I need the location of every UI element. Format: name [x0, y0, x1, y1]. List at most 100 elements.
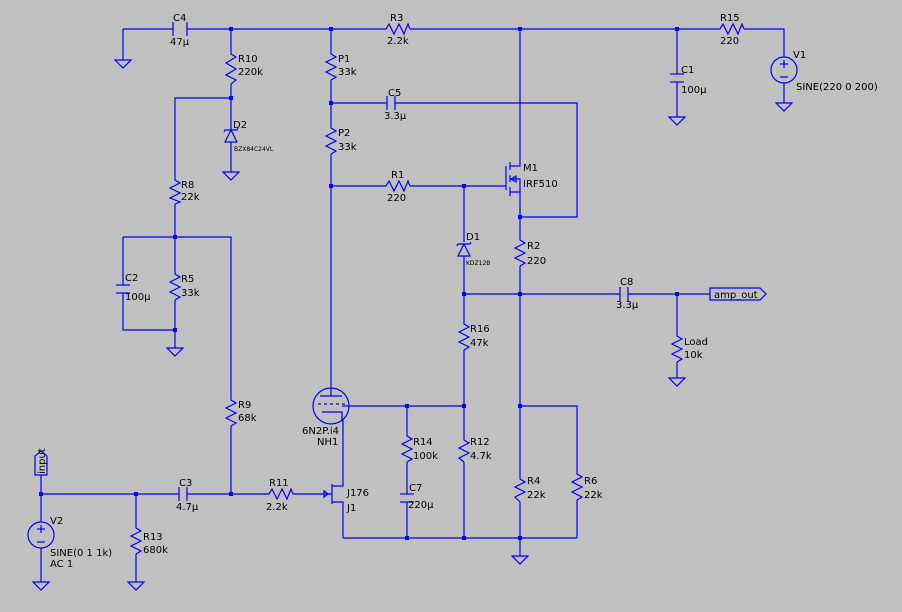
label-ref-R13: R13 — [143, 532, 163, 543]
ground-icon — [165, 347, 185, 357]
label-value-R16: 47k — [470, 338, 489, 349]
label-value-R15: 220 — [720, 36, 739, 47]
resistor-R4 — [513, 476, 527, 503]
capacitor-C5 — [386, 96, 396, 110]
label-ref-M1: M1 — [523, 163, 538, 174]
label-ref-R15: R15 — [720, 13, 740, 24]
component-labels: C4 47µ R10 220k P1 33k R3 2.2k R15 220 V… — [50, 13, 878, 570]
label-value-D2: BZX84C24VL — [234, 146, 274, 153]
resistor-R11 — [265, 487, 294, 501]
label-value-NH1: 6N2P.i4 — [302, 426, 339, 437]
label-value-Load: 10k — [684, 350, 703, 361]
label-value-C1: 100µ — [681, 85, 707, 96]
label-value-P2: 33k — [338, 142, 357, 153]
capacitor-C7 — [400, 493, 414, 503]
ground-icon — [774, 102, 794, 112]
label-value-R9: 68k — [238, 413, 257, 424]
net-label-amp-out: amp_out — [714, 290, 758, 301]
label-value-R4: 22k — [527, 490, 546, 501]
ground-icon — [667, 116, 687, 126]
label-ref-V2: V2 — [50, 516, 63, 527]
resistor-R15 — [716, 22, 745, 36]
label-ref-R5: R5 — [181, 274, 194, 285]
resistor-R10 — [224, 50, 238, 85]
capacitor-C4 — [172, 22, 188, 36]
label-ref-C3: C3 — [179, 478, 192, 489]
resistor-R13 — [129, 524, 143, 555]
label-ref-P2: P2 — [338, 128, 350, 139]
label-ref-C2: C2 — [125, 273, 138, 284]
label-value-P1: 33k — [338, 67, 357, 78]
label-ref-R9: R9 — [238, 400, 251, 411]
label-value-C2: 100µ — [125, 292, 151, 303]
net-flag-amp-out: amp_out — [709, 287, 767, 301]
capacitor-C2 — [116, 284, 130, 294]
label-value-R11: 2.2k — [266, 502, 288, 513]
diodes — [223, 127, 472, 257]
ground-icon — [221, 171, 241, 181]
vsource-V2 — [27, 521, 55, 549]
resistor-R5 — [168, 270, 182, 301]
label-ref-R6: R6 — [584, 476, 597, 487]
label-ref-R2: R2 — [527, 241, 540, 252]
jfet-J1 — [323, 472, 344, 512]
resistor-Load — [670, 332, 684, 363]
zener-D1 — [456, 241, 472, 257]
label-value-V2: SINE(0 1 1k) — [50, 548, 112, 559]
label-value-R1: 220 — [387, 193, 406, 204]
ground-icon — [510, 555, 530, 565]
label-value-R8: 22k — [181, 192, 200, 203]
ground-icon — [113, 59, 133, 69]
ground-icon — [126, 581, 146, 591]
resistor-R16 — [457, 320, 471, 351]
label-ref-R3: R3 — [390, 13, 403, 24]
label-value-C3: 4.7µ — [176, 502, 199, 513]
resistor-R2 — [513, 236, 527, 267]
label-value-R6: 22k — [584, 490, 603, 501]
ground-symbols — [31, 59, 794, 591]
label-ref-V1: V1 — [793, 50, 806, 61]
label-extra-V2: AC 1 — [50, 559, 73, 570]
label-value-C8: 3.3µ — [616, 300, 639, 311]
ground-icon — [31, 581, 51, 591]
label-value-V1: SINE(220 0 200) — [796, 82, 878, 93]
label-ref-C7: C7 — [409, 483, 422, 494]
label-ref-NH1: NH1 — [317, 437, 338, 448]
label-ref-D2: D2 — [233, 120, 247, 131]
net-flag-input: input — [34, 448, 48, 476]
capacitors — [116, 22, 684, 503]
label-ref-Load: Load — [684, 337, 708, 348]
label-value-C4: 47µ — [170, 37, 190, 48]
label-ref-D1: D1 — [466, 232, 480, 243]
capacitor-C1 — [670, 73, 684, 83]
label-ref-C5: C5 — [388, 88, 401, 99]
net-label-input: input — [37, 448, 48, 474]
label-ref-R16: R16 — [470, 324, 490, 335]
resistor-R3 — [382, 22, 411, 36]
resistor-R14 — [400, 432, 414, 463]
label-ref-R14: R14 — [413, 437, 433, 448]
label-ref-R10: R10 — [238, 54, 258, 65]
label-ref-J1: J1 — [346, 503, 356, 514]
label-ref-R12: R12 — [470, 437, 490, 448]
label-value-R10: 220k — [238, 67, 263, 78]
label-ref-R4: R4 — [527, 476, 540, 487]
ground-icon — [667, 377, 687, 387]
resistor-R1 — [382, 179, 411, 193]
resistors — [129, 22, 745, 555]
label-value-D1: KDZ12B — [466, 260, 490, 267]
label-ref-C1: C1 — [681, 65, 694, 76]
junction-dots — [39, 27, 679, 540]
label-value-J1: J176 — [346, 488, 369, 499]
label-value-R3: 2.2k — [387, 36, 409, 47]
resistor-R6 — [570, 470, 584, 501]
label-ref-C8: C8 — [620, 277, 633, 288]
resistor-R9 — [224, 396, 238, 427]
label-value-R12: 4.7k — [470, 451, 492, 462]
zener-D2 — [223, 127, 239, 143]
capacitor-C8 — [619, 287, 629, 301]
resistor-R8 — [168, 176, 182, 205]
resistor-R12 — [457, 436, 471, 463]
label-value-M1: IRF510 — [523, 179, 558, 190]
